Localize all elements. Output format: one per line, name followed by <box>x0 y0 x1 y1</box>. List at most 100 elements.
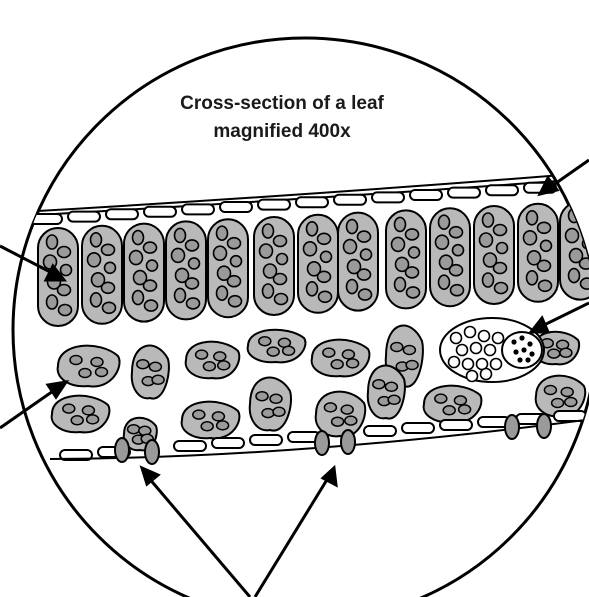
chloroplast <box>71 416 83 425</box>
chloroplast <box>392 237 405 251</box>
chloroplast <box>494 225 507 236</box>
chloroplast <box>70 356 82 365</box>
epidermal-cell <box>182 204 214 214</box>
chloroplast <box>214 246 227 260</box>
chloroplast <box>82 406 94 415</box>
diagram-title-line-2: magnified 400x <box>213 121 351 142</box>
chloroplast <box>494 263 507 274</box>
chloroplast <box>359 289 372 300</box>
chloroplast <box>495 283 508 294</box>
chloroplast <box>275 294 288 305</box>
chloroplast <box>331 360 343 369</box>
chloroplast <box>144 280 157 291</box>
spongy-cell <box>316 392 366 437</box>
chloroplast <box>137 360 149 369</box>
chloroplast <box>133 291 144 305</box>
xylem-vessel <box>467 371 478 382</box>
guard-cell <box>341 430 355 454</box>
epidermal-cell <box>296 197 328 207</box>
chloroplast <box>527 211 538 225</box>
chloroplast <box>307 282 318 296</box>
chloroplast <box>304 242 317 256</box>
chloroplast <box>406 229 419 240</box>
chloroplast <box>214 352 226 361</box>
chloroplast <box>152 375 164 384</box>
epidermal-cell <box>212 438 244 448</box>
guard-cell <box>505 415 519 439</box>
spongy-cell <box>424 386 482 423</box>
chloroplast <box>102 244 115 255</box>
chloroplast <box>231 256 242 267</box>
chloroplast <box>274 274 287 285</box>
chloroplast <box>133 231 144 245</box>
chloroplast <box>318 271 331 282</box>
chloroplast <box>259 337 271 346</box>
chloroplast <box>228 276 241 287</box>
chloroplast <box>102 282 115 293</box>
spongy-cell <box>312 340 370 377</box>
chloroplast <box>186 278 199 289</box>
phloem-cell <box>525 357 530 362</box>
phloem-cell <box>519 335 524 340</box>
chloroplast <box>228 238 241 249</box>
spongy-cell <box>182 402 240 439</box>
chloroplast <box>459 405 471 414</box>
chloroplast <box>527 271 538 285</box>
chloroplast <box>565 398 577 407</box>
epidermal-cell <box>68 212 100 222</box>
chloroplast <box>274 236 287 247</box>
chloroplast <box>59 305 72 316</box>
chloroplast <box>483 213 494 227</box>
diagram-title-line-1: Cross-section of a leaf <box>180 93 384 114</box>
chloroplast <box>63 404 75 413</box>
chloroplast <box>277 254 288 265</box>
xylem-vessel <box>457 345 468 356</box>
chloroplast <box>544 386 556 395</box>
chloroplast <box>96 368 108 377</box>
chloroplast <box>87 415 99 424</box>
chloroplast <box>406 267 419 278</box>
chloroplast <box>218 361 230 370</box>
chloroplast <box>451 285 464 296</box>
chloroplast <box>212 412 224 421</box>
chloroplast <box>79 369 91 378</box>
chloroplast <box>172 248 185 262</box>
chloroplast <box>58 247 71 258</box>
xylem-vessel <box>493 333 504 344</box>
chloroplast <box>439 215 450 229</box>
chloroplast <box>580 220 589 231</box>
chloroplast <box>229 296 242 307</box>
chloroplast <box>324 403 336 412</box>
chloroplast <box>318 233 331 244</box>
chloroplast <box>186 240 199 251</box>
epidermal-cell <box>440 420 472 430</box>
epidermal-cell <box>220 202 252 212</box>
chloroplast <box>569 269 580 283</box>
chloroplast <box>453 245 464 256</box>
chloroplast <box>497 243 508 254</box>
chloroplast <box>175 288 186 302</box>
chloroplast <box>47 295 58 309</box>
chloroplast <box>149 362 161 371</box>
xylem-vessel <box>485 345 496 356</box>
xylem-vessel <box>481 369 492 380</box>
epidermal-cell <box>410 190 442 200</box>
xylem-vessel <box>463 359 474 370</box>
guard-cell <box>145 440 159 464</box>
chloroplast <box>361 249 372 260</box>
chloroplast <box>435 394 447 403</box>
xylem-vessel <box>479 331 490 342</box>
chloroplast <box>91 233 102 247</box>
chloroplast <box>409 247 420 258</box>
chloroplast <box>175 228 186 242</box>
chloroplast <box>450 227 463 238</box>
chloroplast <box>217 421 229 430</box>
chloroplast <box>395 217 406 231</box>
chloroplast <box>307 222 318 236</box>
chloroplast <box>260 244 273 258</box>
chloroplast <box>196 350 208 359</box>
epidermal-cell <box>250 435 282 445</box>
chloroplast <box>436 235 449 249</box>
chloroplast <box>58 285 71 296</box>
